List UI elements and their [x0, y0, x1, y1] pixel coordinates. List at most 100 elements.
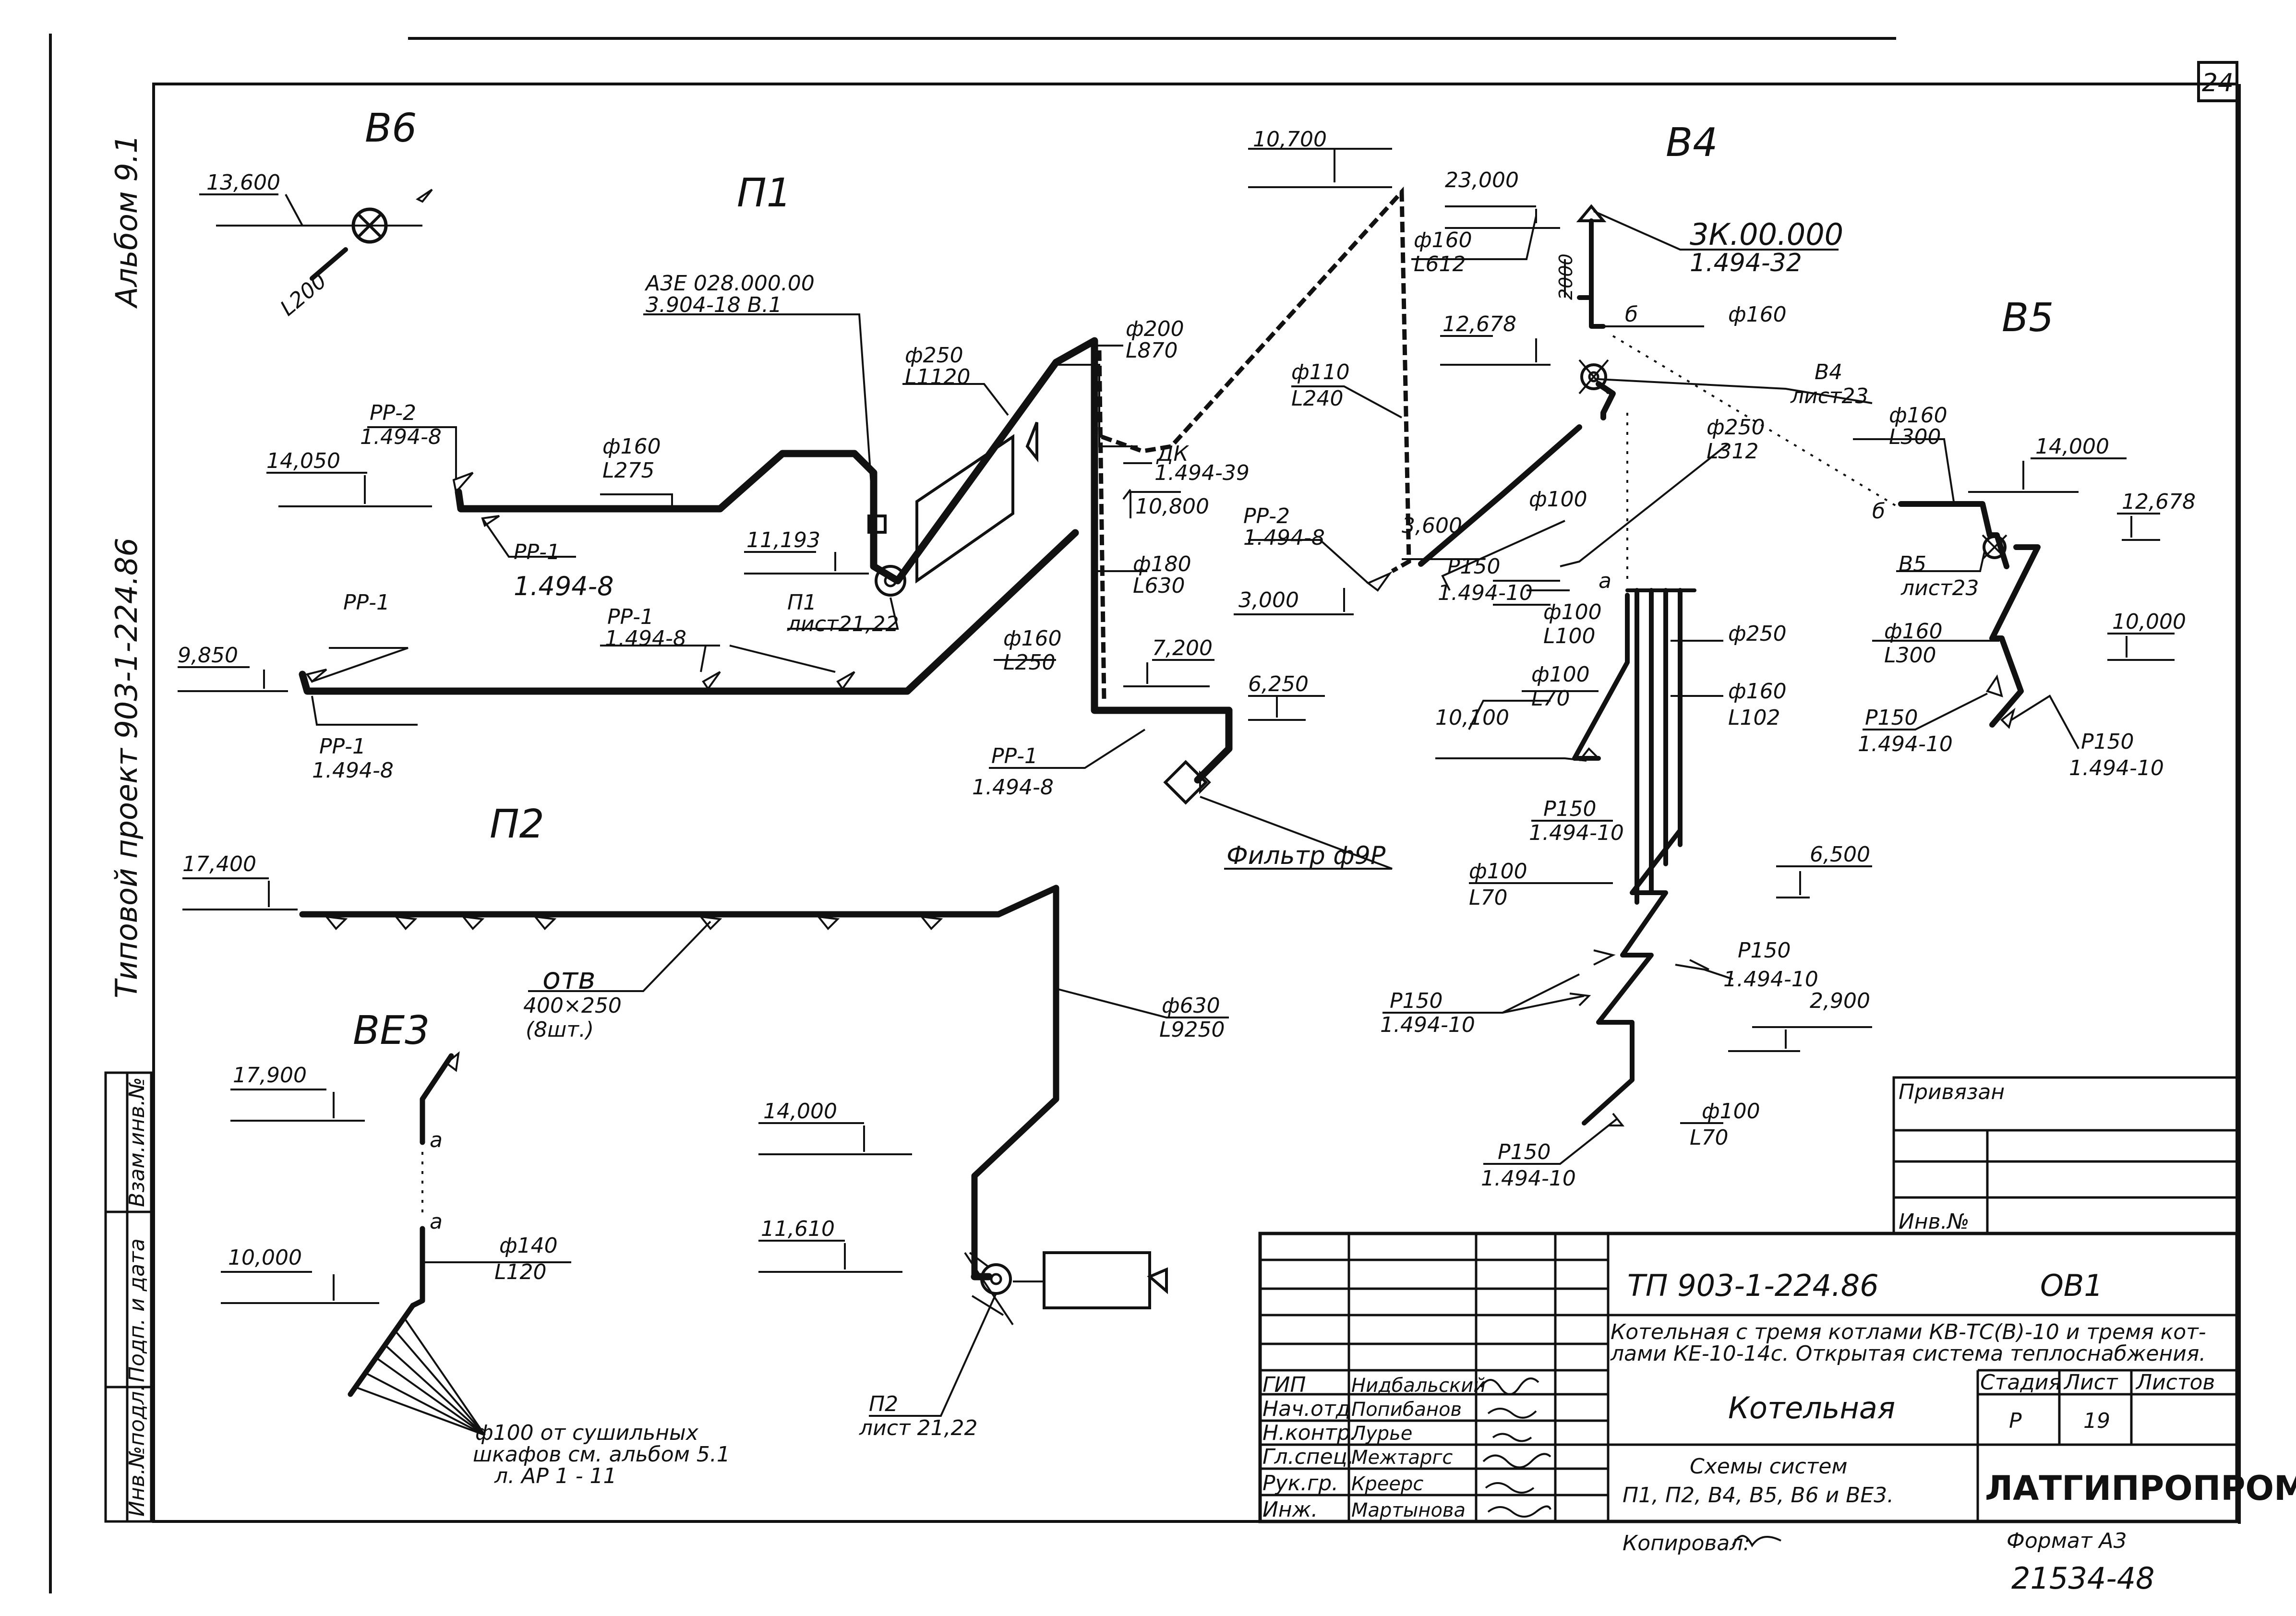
privyazan-title: Привязан [1899, 1080, 2005, 1104]
tb-organization: ЛАТГИПРОПРОМ [1985, 1469, 2296, 1508]
tb-name-1: Попибанов [1351, 1399, 1462, 1421]
v4d-duct-100e-len: L70 [1690, 1125, 1729, 1150]
p1-code: А3Е 028.000.00 [644, 271, 815, 296]
p1-duct-160: ф160 [602, 434, 661, 459]
p1-duct-180: ф180 [1133, 552, 1191, 576]
v4d-duct-250-len: L312 [1707, 439, 1759, 464]
p1-elev-14050: 14,050 [266, 449, 340, 473]
p1-duct-250-len: L1120 [905, 365, 971, 389]
ve3-elev-17900: 17,900 [233, 1063, 307, 1088]
p1-duct-110: ф110 [1291, 360, 1350, 384]
ve3-duct-140-len: L120 [494, 1260, 547, 1284]
ve3-dryer-branches [355, 1319, 486, 1436]
v5-tag-b: б [1872, 499, 1885, 524]
v4d-duct-100c-len: L70 [1531, 686, 1570, 711]
tb-role-2: Н.контр. [1262, 1421, 1357, 1445]
p1-elev-7200: 7,200 [1152, 636, 1213, 660]
v4d-duct-160: ф160 [1728, 679, 1787, 704]
p2-duct-630: ф630 [1162, 994, 1220, 1018]
p1-duct-160b-len: L250 [1003, 650, 1056, 675]
tb-name-4: Креерс [1351, 1473, 1423, 1495]
v4d-duct-100: ф100 [1529, 487, 1587, 512]
v4d-duct-250: ф250 [1707, 415, 1765, 440]
ve3-elev-10000: 10,000 [228, 1245, 302, 1270]
system-heading-p1: П1 [737, 170, 792, 216]
v4d-duct-100d: ф100 [1469, 859, 1527, 884]
v4d-duct-100e: ф100 [1702, 1099, 1760, 1124]
v4d-p150c-ref: 1.494-10 [1723, 967, 1818, 992]
tb-role-3: Гл.спец. [1262, 1445, 1354, 1469]
ve3-duct-140: ф140 [499, 1233, 558, 1258]
p2-otv-count: (8шт.) [526, 1017, 594, 1042]
system-heading-p2: П2 [490, 802, 544, 847]
tb-sheets-header: Листов [2135, 1370, 2215, 1395]
system-heading-ve3: ВЕ3 [353, 1008, 430, 1053]
tb-role-5: Инж. [1262, 1497, 1318, 1522]
p1-scheme [178, 148, 1479, 870]
p1-ref-title: П1 [787, 590, 817, 615]
p2-duct-630-len: L9250 [1159, 1017, 1225, 1042]
v5-elev-14000: 14,000 [2035, 434, 2109, 459]
tb-code: ТП 903-1-224.86 [1627, 1268, 1879, 1303]
v4d-p150c: Р150 [1738, 938, 1791, 963]
p1-pp2b-label: РР-2 [1243, 504, 1290, 528]
p2-ref-title: П2 [869, 1392, 898, 1416]
p2-grilles [324, 915, 943, 930]
p1-pp1e-label: РР-1 [991, 744, 1038, 768]
v5-p150a-ref: 1.494-10 [1858, 732, 1953, 756]
v4d-duct-160-len: L102 [1728, 706, 1780, 730]
p1-duct-250: ф250 [905, 343, 963, 368]
v5-duct-160b: ф160 [1884, 619, 1943, 644]
p2-elev-14000: 14,000 [763, 1099, 837, 1124]
v6-scheme [199, 189, 433, 281]
tb-mark: ОВ1 [2040, 1268, 2103, 1303]
v4d-elev-6500: 6,500 [1810, 842, 1870, 867]
p1-duct-200-len: L870 [1126, 338, 1178, 363]
p1-pp2b-ref: 1.494-8 [1243, 526, 1325, 550]
v4d-p150d-ref: 1.494-10 [1380, 1013, 1475, 1037]
v4d-duct-100b: ф100 [1543, 600, 1602, 624]
footer-number: 21534-48 [2011, 1561, 2155, 1596]
stamp-field-sign: Подп. и дата [125, 1238, 149, 1382]
v4-ref-title: В4 [1815, 360, 1842, 384]
p1-pp1b-ref: 1.494-8 [605, 626, 686, 651]
project-label: Типовой проект 903-1-224.86 [109, 538, 144, 998]
tb-signatures [1480, 1377, 1551, 1518]
v4d-p150: Р150 [1447, 554, 1501, 579]
v5-duct-160: ф160 [1889, 403, 1947, 428]
v5-elev-12678: 12,678 [2122, 490, 2196, 514]
v4d-p150-ref: 1.494-10 [1438, 581, 1533, 605]
p2-scheme [182, 877, 1229, 1417]
ve3-note-2: шкафов см. альбом 5.1 [473, 1442, 730, 1467]
tb-sheet-header: Лист [2063, 1370, 2118, 1395]
v4-duct-a-len: L612 [1414, 252, 1466, 276]
p1-elev-3000: 3,000 [1238, 588, 1299, 612]
tb-name-3: Межтаргс [1351, 1447, 1453, 1469]
stamp-field-replace: Взам.инв.№ [125, 1077, 149, 1207]
p2-ref-sheet: лист 21,22 [859, 1416, 978, 1440]
tb-sheet-title-2: П1, П2, В4, В5, В6 и ВЕ3. [1623, 1483, 1894, 1508]
v4-duct-a: ф160 [1414, 228, 1472, 252]
v4d-duct-100d-len: L70 [1469, 886, 1508, 910]
p1-pp2-label: РР-2 [370, 401, 416, 425]
p1-ref-sheet: лист21,22 [787, 612, 899, 636]
p2-otv-label: отв [542, 961, 596, 996]
v4-elev-23000: 23,000 [1445, 168, 1519, 192]
tb-stage-header: Стадия [1980, 1370, 2061, 1395]
v5-duct-160-len: L300 [1889, 425, 1941, 449]
p1-pp1b-label: РР-1 [607, 605, 654, 629]
v4d-tag-a: а [1599, 569, 1611, 593]
p1-pp1d-label: РР-1 [319, 734, 366, 759]
p1-pp1d-ref: 1.494-8 [312, 758, 394, 783]
p1-elev-10700: 10,700 [1253, 127, 1327, 152]
p1-pp1e-ref: 1.494-8 [972, 775, 1054, 800]
v4d-duct-250b: ф250 [1728, 622, 1787, 646]
v4d-p150e: Р150 [1498, 1140, 1551, 1164]
v4d-duct-100b-len: L100 [1543, 624, 1596, 648]
v4d-p150b: Р150 [1543, 797, 1597, 821]
title-block [1258, 1232, 2239, 1523]
p1-pp1a-label: РР-1 [514, 540, 560, 564]
v5-elev-10000: 10,000 [2112, 610, 2186, 634]
